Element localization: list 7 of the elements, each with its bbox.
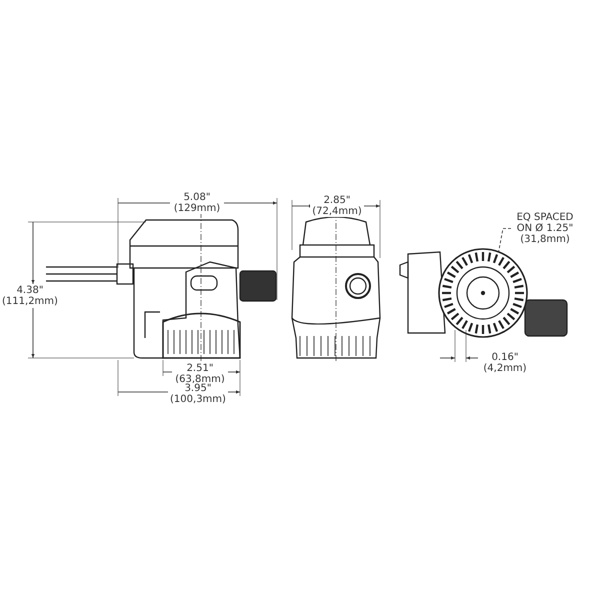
leader-line xyxy=(498,228,512,252)
strainer-ring xyxy=(438,248,528,338)
dimension-label: 2.51" (63,8mm) xyxy=(172,363,228,385)
dimension-label: 3.95" (100,3mm) xyxy=(168,383,228,405)
dimension-label: 4.38" (111,2mm) xyxy=(0,285,60,307)
dimension-label: 5.08" (129mm) xyxy=(170,192,224,214)
dimension-label: 2.85" (72,4mm) xyxy=(310,195,364,217)
